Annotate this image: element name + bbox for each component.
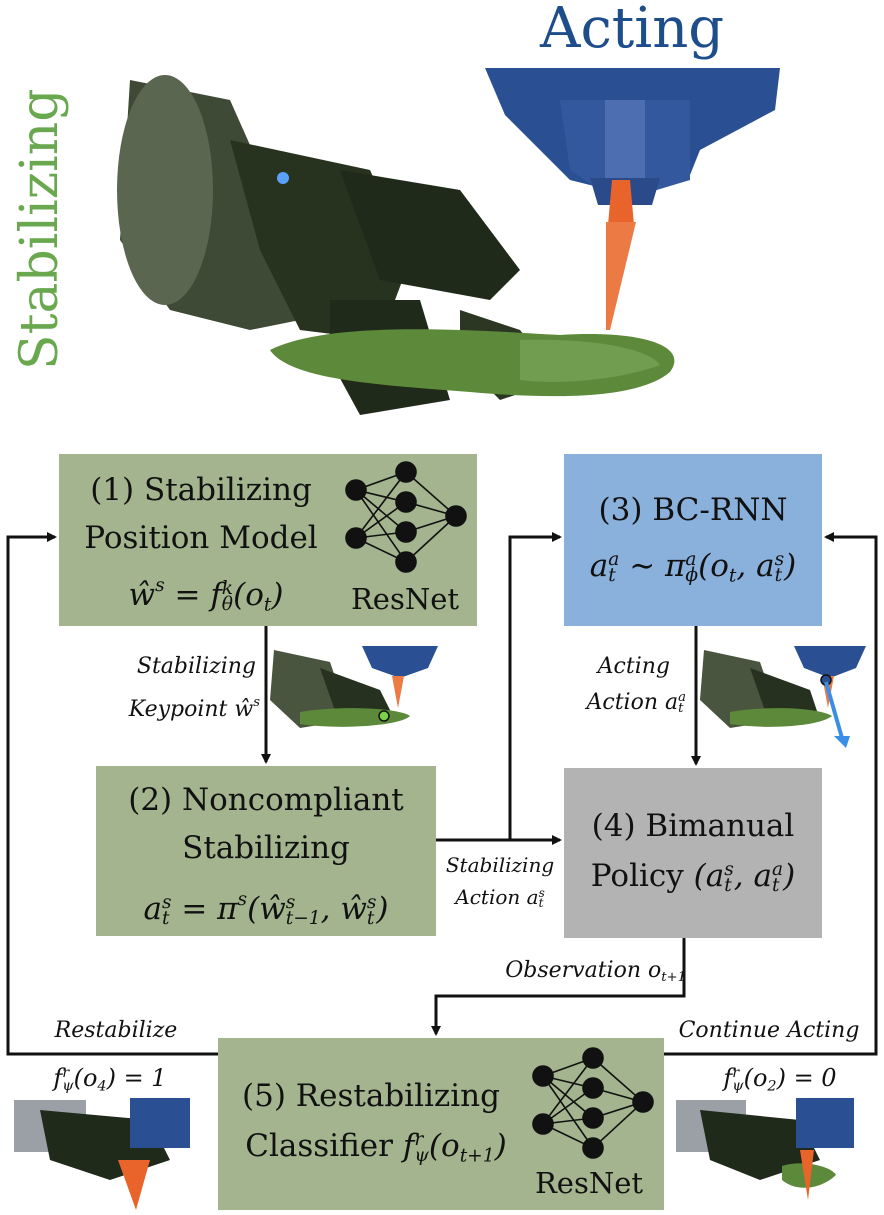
acting-arm-icon bbox=[485, 68, 780, 330]
bimanual-policy-box bbox=[564, 768, 822, 938]
arrow-continue-acting bbox=[664, 532, 878, 1056]
box2-title-line2: Stabilizing bbox=[182, 830, 350, 866]
label-acting-action-1: Acting bbox=[597, 654, 670, 679]
acting-label: Acting bbox=[540, 0, 725, 61]
box5-title-line2: Classifier bbox=[245, 1128, 393, 1164]
label-acting-action-2: Action bbox=[586, 690, 659, 715]
label-restabilize: Restabilize bbox=[54, 1018, 178, 1043]
label-stab-keypoint-2-wrap: Keypoint ŵs bbox=[128, 695, 260, 722]
arrow-to-bc-rnn bbox=[508, 532, 562, 840]
label-stab-keypoint-1: Stabilizing bbox=[136, 654, 256, 679]
box5-title-line1: (5) Restabilizing bbox=[242, 1078, 500, 1114]
label-stab-keypoint-2: Keypoint bbox=[128, 696, 228, 722]
box1-title-line1: (1) Stabilizing bbox=[90, 472, 312, 508]
box2-title-line1: (2) Noncompliant bbox=[128, 782, 404, 818]
noncompliant-stabilizing-box bbox=[96, 766, 436, 936]
label-stab-action-1: Stabilizing bbox=[445, 853, 555, 877]
bc-rnn-box bbox=[564, 454, 822, 626]
label-stab-action-2: Action bbox=[455, 885, 521, 909]
robot-cutting-illustration bbox=[117, 68, 780, 415]
box4-title-line2: Policy bbox=[590, 858, 684, 894]
box3-title: (3) BC-RNN bbox=[598, 492, 788, 528]
arrow-observation bbox=[431, 938, 686, 1036]
box1-resnet-label: ResNet bbox=[350, 582, 460, 616]
box5-resnet-label: ResNet bbox=[534, 1166, 644, 1200]
label-observation: Observation bbox=[505, 958, 641, 983]
box1-title-line2: Position Model bbox=[84, 520, 318, 556]
label-observation-wrap: Observation ot+1 bbox=[505, 958, 686, 985]
label-continue-acting: Continue Acting bbox=[678, 1018, 860, 1043]
box4-title-line1: (4) Bimanual bbox=[591, 808, 795, 844]
arrow-restabilize bbox=[6, 532, 218, 1056]
